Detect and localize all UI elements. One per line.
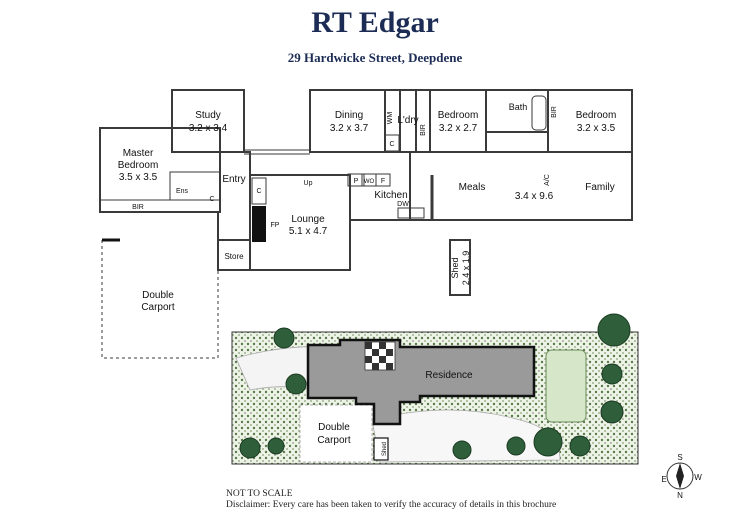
bedroom2-walls [415,89,487,153]
room-bedroom3-name: Bedroom [576,110,617,121]
room-master-name1: Master [123,148,154,159]
bedroom3-walls [547,89,633,153]
site-plan: Residence Double Carport Shed [231,313,639,465]
tree-icon [267,437,285,455]
carport-outline [101,240,219,359]
fixture-laundry-c: C [389,141,394,148]
master-bir-box [99,199,221,213]
window-marks [244,89,633,215]
tree-icon [452,440,472,460]
fixture-up: Up [304,180,313,187]
fixture-bir-master: BIR [132,204,144,211]
room-carport-name2: Carport [141,302,175,313]
trees [239,313,631,460]
tree-icon [597,313,631,347]
fridge-box [375,173,391,187]
lawn [545,349,587,423]
fixture-wo: WO [364,179,375,185]
site-carport-label1: Double [318,422,350,433]
lounge-closet [251,177,267,205]
tree-icon [600,400,624,424]
site-residence-label: Residence [425,370,473,381]
site-carport [299,404,373,463]
room-laundry-name: L'dry [397,115,418,126]
room-family-name: Family [585,182,614,193]
ensuite-box [169,171,221,201]
not-to-scale-note: NOT TO SCALE [226,489,293,499]
room-meals-name: Meals [459,182,486,193]
site-carport-label2: Carport [317,435,351,446]
room-bedroom2-size: 3.2 x 2.7 [439,123,478,134]
shed-walls [449,239,471,296]
fixture-p: P [354,178,359,185]
shed-label: Shed 2.4 x 1.9 [450,251,471,286]
room-master-size: 3.5 x 3.5 [119,172,158,183]
bathtub [531,95,547,131]
fixture-wm: WM [387,112,394,125]
fixture-lounge-c: C [256,188,261,195]
tree-icon [506,436,526,456]
lounge-walls [250,174,351,271]
room-store-name: Store [224,252,244,261]
compass-s: S [677,453,682,462]
tree-icon [239,437,261,459]
room-dining-name: Dining [335,110,363,121]
room-dining-size: 3.2 x 3.7 [330,123,369,134]
tree-icon [533,427,563,457]
fixture-f: F [381,178,385,185]
room-entry-name: Entry [222,174,245,185]
room-bedroom2-name: Bedroom [438,110,479,121]
room-carport-name1: Double [142,290,174,301]
fixture-ens-c: C [209,196,214,203]
room-lounge-size: 5.1 x 4.7 [289,226,328,237]
study-walls [171,89,245,153]
fixture-ens: Ens [176,188,189,195]
compass-n: N [677,491,683,500]
laundry-closet [384,134,400,152]
tree-icon [273,327,295,349]
tree-icon [285,373,307,395]
tree-icon [569,435,591,457]
compass-icon: S N E W [661,453,702,500]
fixture-ac: A/C [544,174,551,186]
compass-e: E [661,475,666,484]
room-bedroom3-size: 3.2 x 3.5 [577,123,616,134]
site-shed [373,437,389,461]
residence-footprint [306,338,536,426]
pergola [364,341,396,371]
site-shed-label: Shed [382,442,388,456]
room-shed-size: 2.4 x 1.9 [461,251,471,286]
room-master-name2: Bedroom [118,160,159,171]
store-walls [217,239,251,271]
room-lounge-name: Lounge [291,214,325,225]
room-meals-size: 3.4 x 9.6 [515,191,554,202]
room-study-size: 3.2 x 3.4 [189,123,228,134]
kitchen-sink [397,207,425,219]
agency-title: RT Edgar [311,6,439,39]
room-bath-name: Bath [509,102,528,112]
fireplace [252,206,266,242]
fixture-bir-bed2: BIR [420,124,427,136]
room-kitchen-name: Kitchen [374,190,407,201]
disclaimer-note: Disclaimer: Every care has been taken to… [226,500,557,510]
fixture-fp: FP [271,222,280,229]
tree-icon [601,363,623,385]
fixture-dw: DW [397,201,409,208]
fixture-bir-bed3: BIR [551,106,558,118]
pantry-box [347,173,365,187]
compass-w: W [694,473,702,482]
room-study-name: Study [195,110,221,121]
room-shed-name: Shed [450,257,460,278]
property-address: 29 Hardwicke Street, Deepdene [287,50,463,65]
